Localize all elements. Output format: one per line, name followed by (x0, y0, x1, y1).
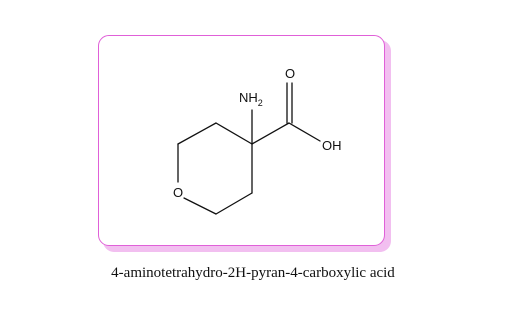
hydroxyl-label: OH (322, 138, 342, 153)
carbonyl-oxygen-label: O (285, 66, 295, 81)
bond-o1-c6 (183, 197, 217, 215)
bond-carboxyl-oh (288, 122, 321, 142)
bond-c6-c5 (215, 192, 253, 215)
amine-main-text: NH (239, 90, 258, 105)
bond-c3-c2 (177, 122, 217, 145)
ring-oxygen-label: O (173, 185, 183, 200)
structure-frame (98, 35, 385, 246)
bond-c4-carboxyl (251, 122, 290, 145)
compound-name-caption: 4-aminotetrahydro-2H-pyran-4-carboxylic … (111, 265, 395, 281)
bond-c4-c3 (215, 122, 253, 145)
amine-subscript-text: 2 (258, 98, 263, 108)
amine-label: NH2 (239, 90, 263, 108)
